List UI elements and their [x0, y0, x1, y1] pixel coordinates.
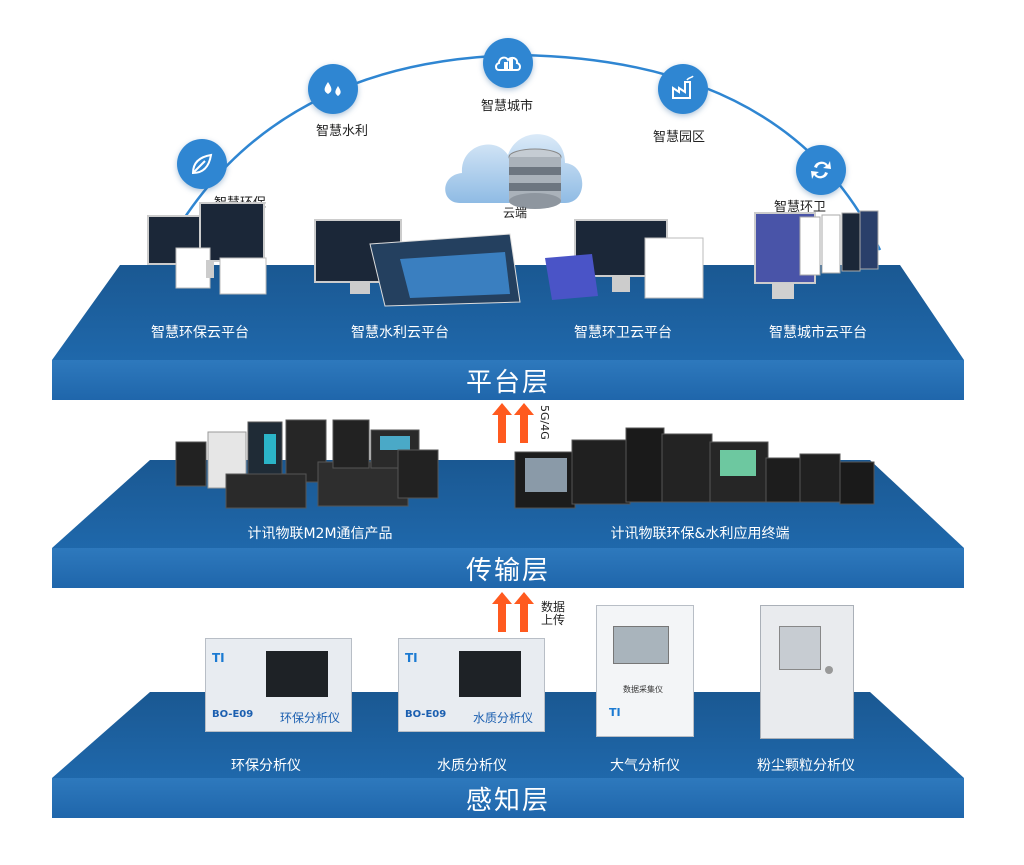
air-screen-text: 数据采集仪: [623, 685, 663, 694]
cloud-server-icon: [445, 134, 583, 209]
terminals-image: [514, 427, 875, 509]
data-upload-line-1: 数据: [541, 600, 566, 614]
upload-arrows-icon: [492, 403, 534, 443]
water-cloud-platform-monitors: [314, 219, 521, 307]
transport-label: 计讯物联环保&水利应用终端: [610, 526, 790, 542]
platform-layer-top: [52, 265, 964, 360]
water-name: 水质分析仪: [473, 711, 534, 725]
city-cloud-platform-monitors: [754, 210, 879, 299]
sanitation-cloud-platform-monitors: [545, 219, 704, 300]
sensing-label: 环保分析仪: [231, 758, 301, 774]
arc-label-water: 智慧水利: [316, 124, 369, 139]
platform-label: 智慧环保云平台: [151, 325, 249, 341]
leaf-icon: [177, 139, 227, 189]
platform-label: 智慧城市云平台: [769, 325, 867, 341]
upload-arrows-icon: [492, 592, 534, 632]
water-analyzer-device: TI BO-E09 水质分析仪: [398, 638, 545, 732]
arc-label-city: 智慧城市: [481, 99, 534, 114]
transport-layer-title: 传输层: [52, 548, 964, 588]
m2m-products-image: [175, 419, 439, 509]
platform-layer-title: 平台层: [52, 360, 964, 400]
cloud-label: 云端: [503, 206, 528, 220]
platform-label: 智慧水利云平台: [351, 325, 449, 341]
sensing-label: 粉尘颗粒分析仪: [757, 758, 855, 774]
air-analyzer-device: 数据采集仪 TI: [596, 605, 694, 737]
env-analyzer-device: TI BO-E09 环保分析仪: [205, 638, 352, 732]
arc-label-sanitation: 智慧环卫: [774, 200, 827, 215]
env-model: BO-E09: [212, 709, 254, 720]
data-upload-line-2: 上传: [541, 613, 566, 627]
factory-icon: [658, 64, 708, 114]
water-drops-icon: [308, 64, 358, 114]
water-model: BO-E09: [405, 709, 447, 720]
sensing-label: 水质分析仪: [437, 758, 507, 774]
city-cloud-icon: [483, 38, 533, 88]
data-upload-label: 数据 上传: [541, 601, 565, 627]
network-label: 5G/4G: [538, 405, 551, 440]
platform-label: 智慧环卫云平台: [574, 325, 672, 341]
arc-label-park: 智慧园区: [653, 130, 706, 145]
env-name: 环保分析仪: [280, 711, 341, 725]
sensing-layer-title: 感知层: [52, 778, 964, 818]
env-cloud-platform-monitors: [147, 202, 267, 295]
sensing-label: 大气分析仪: [610, 758, 680, 774]
recycle-icon: [796, 145, 846, 195]
transport-label: 计讯物联M2M通信产品: [247, 526, 393, 542]
dust-analyzer-device: [760, 605, 854, 739]
